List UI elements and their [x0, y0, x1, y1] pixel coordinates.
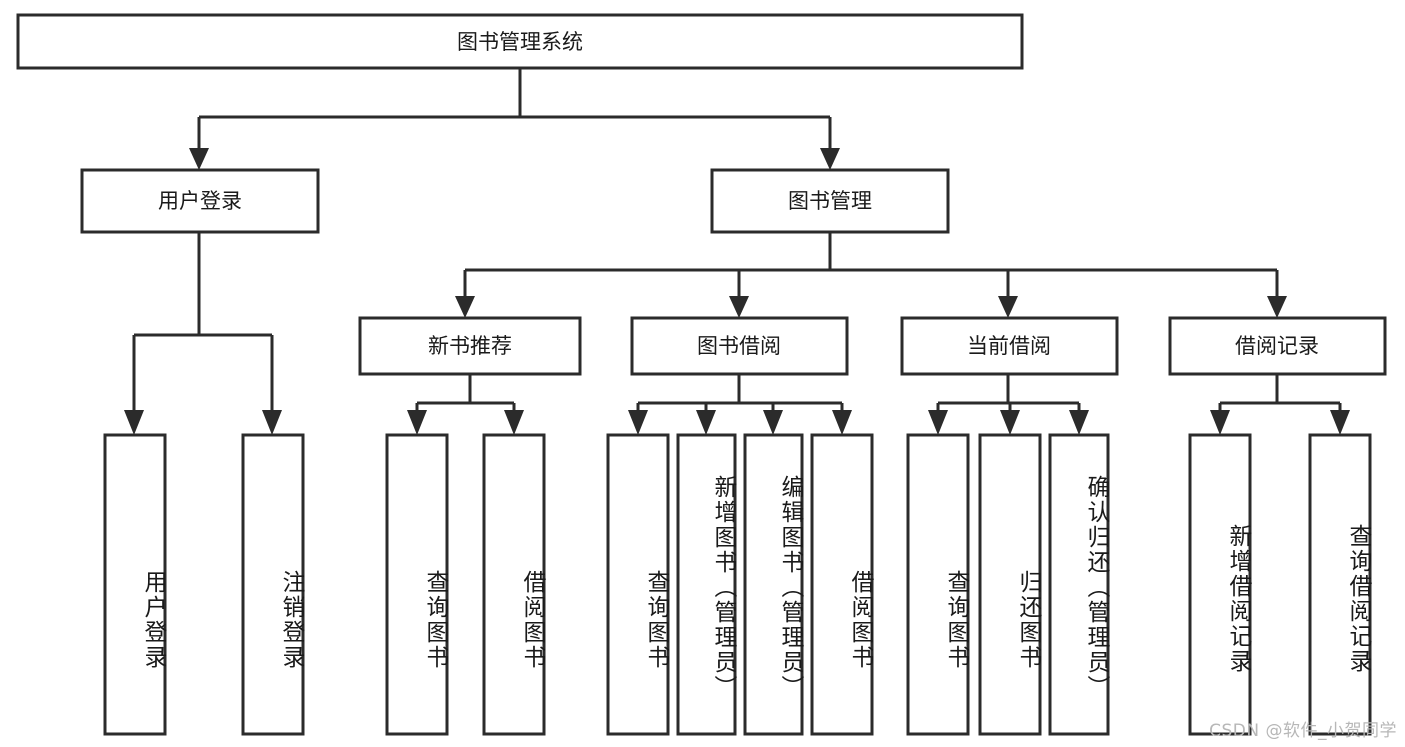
arrow-head-leaf-add-borrow-record	[1210, 410, 1230, 435]
node-book-borrow-label: 图书借阅	[697, 334, 781, 358]
arrow-head-leaf-logout-login	[262, 410, 282, 435]
arrow-head-leaf-add-book-admin	[696, 410, 716, 435]
connector-group-borrow-record	[1210, 374, 1350, 435]
leaf-box-query-book-rec[interactable]	[385, 433, 449, 736]
arrow-head-leaf-edit-book-admin	[763, 410, 783, 435]
arrow-head-leaf-return-book	[1000, 410, 1020, 435]
connector-group-current-borrow	[928, 374, 1089, 435]
node-root[interactable]: 图书管理系统	[16, 13, 1024, 70]
leaf-box-add-borrow-record[interactable]	[1188, 433, 1252, 736]
node-new-book-recommend-label: 新书推荐	[428, 334, 512, 358]
node-book-borrow-box[interactable]	[630, 316, 849, 376]
connector-group-user-login	[124, 232, 282, 435]
leaf-node-boxes	[103, 433, 1372, 736]
node-current-borrow-label: 当前借阅	[967, 334, 1051, 358]
leaf-box-borrow-book[interactable]	[810, 433, 874, 736]
csdn-watermark: CSDN @软件_小贺同学	[1209, 721, 1397, 741]
arrow-head-leaf-user-login	[124, 410, 144, 435]
arrow-head-book-management	[820, 148, 840, 170]
connector-group-new-book-recommend	[407, 374, 524, 435]
node-new-book-recommend[interactable]: 新书推荐	[358, 316, 582, 376]
arrow-head-book-borrow	[729, 296, 749, 318]
arrow-head-leaf-query-book-cur	[928, 410, 948, 435]
node-root-label: 图书管理系统	[457, 30, 583, 54]
node-book-management-label: 图书管理	[788, 189, 872, 213]
connector-group-book-management	[455, 232, 1287, 318]
node-borrow-record[interactable]: 借阅记录	[1168, 316, 1387, 376]
node-book-management-box[interactable]	[710, 168, 950, 234]
node-borrow-record-label: 借阅记录	[1235, 334, 1319, 358]
leaf-box-add-book-admin[interactable]	[676, 433, 737, 736]
node-new-book-recommend-box[interactable]	[358, 316, 582, 376]
arrow-head-new-book-recommend	[455, 296, 475, 318]
leaf-box-logout-login[interactable]	[241, 433, 305, 736]
node-borrow-record-box[interactable]	[1168, 316, 1387, 376]
leaf-box-return-book[interactable]	[978, 433, 1042, 736]
leaf-box-user-login[interactable]	[103, 433, 167, 736]
leaf-box-query-book-cur[interactable]	[906, 433, 970, 736]
node-user-login[interactable]: 用户登录	[80, 168, 320, 234]
arrow-head-leaf-confirm-return-admin	[1069, 410, 1089, 435]
connector-group-book-borrow	[628, 374, 852, 435]
arrow-head-leaf-query-book-rec	[407, 410, 427, 435]
node-book-borrow[interactable]: 图书借阅	[630, 316, 849, 376]
leaf-box-borrow-book-rec[interactable]	[482, 433, 546, 736]
node-current-borrow-box[interactable]	[900, 316, 1119, 376]
leaf-box-query-borrow-record[interactable]	[1308, 433, 1372, 736]
node-user-login-box[interactable]	[80, 168, 320, 234]
leaf-box-edit-book-admin[interactable]	[743, 433, 804, 736]
leaf-box-confirm-return-admin[interactable]	[1048, 433, 1110, 736]
arrow-head-leaf-query-borrow-record	[1330, 410, 1350, 435]
node-user-login-label: 用户登录	[158, 189, 242, 213]
node-current-borrow[interactable]: 当前借阅	[900, 316, 1119, 376]
arrow-head-user-login	[189, 148, 209, 170]
arrow-head-leaf-borrow-book	[832, 410, 852, 435]
arrow-head-leaf-borrow-book-rec	[504, 410, 524, 435]
node-root-box[interactable]	[16, 13, 1024, 70]
arrow-head-borrow-record	[1267, 296, 1287, 318]
node-book-management[interactable]: 图书管理	[710, 168, 950, 234]
arrow-head-current-borrow	[998, 296, 1018, 318]
connector-group-root	[189, 68, 840, 170]
arrow-head-leaf-query-book-borrow	[628, 410, 648, 435]
leaf-box-query-book-borrow[interactable]	[606, 433, 670, 736]
